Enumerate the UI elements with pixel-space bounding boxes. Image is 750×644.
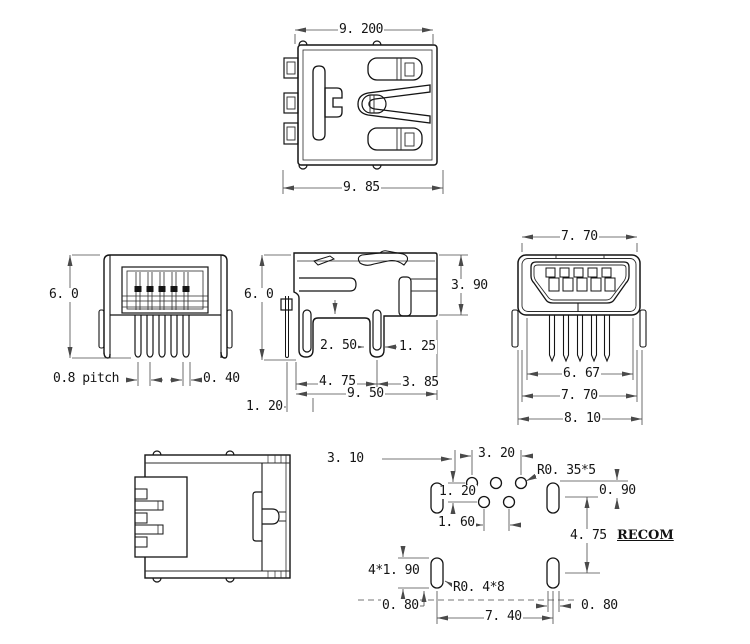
contact-spring-bottom [367,127,423,151]
recommended-note: RECOM [617,528,674,543]
dim-rear-height: 6. 0 [48,287,80,302]
contact-spring-top [367,57,423,81]
mount-tab-right [226,309,233,349]
dim-fp-pad-offset: 0. 90 [598,483,637,498]
side-mouth [398,276,437,317]
pin-holes [465,476,528,509]
dim-side-total-depth: 9. 50 [346,386,385,401]
top-view-dimensions [282,27,444,194]
front-contacts [545,267,616,292]
mount-tab-right [639,309,647,348]
top-view [282,27,444,194]
dim-fp-pad-size: 4*1. 90 [367,563,421,578]
dim-fp-pad-row-gap: 4. 75 [569,528,608,543]
mount-tab-left [98,309,105,349]
dim-fp-top-hole-span: 3. 20 [477,446,516,461]
dim-fp-lead-in: 3. 10 [326,451,365,466]
dim-top-shell-width: 9. 200 [338,22,384,37]
dim-fp-pad-span: 7. 40 [484,609,523,624]
dim-side-pin-setback: 1. 20 [245,399,284,414]
dim-side-slot-width: 1. 25 [398,339,437,354]
dim-front-overall: 8. 10 [563,411,602,426]
contact-tongue [299,277,357,292]
pcb-footprint [358,450,628,624]
dim-fp-edge-left: 0. 80 [381,598,420,613]
dim-fp-hole-radius: R0. 35*5 [536,463,597,478]
footprint-dimensions [358,450,628,624]
dim-front-shell-width: 7. 70 [560,229,599,244]
dim-fp-bot-hole-span: 1. 60 [437,515,476,530]
top-view-side-tabs [283,57,299,145]
bottom-housing-block [134,476,188,558]
dim-fp-pad-width: 0. 80 [580,598,619,613]
dim-rear-pitch: 0.8 pitch [52,371,120,386]
dim-fp-row-gap: 1. 20 [438,484,477,499]
bottom-latch [252,491,286,542]
rear-pins [134,315,190,358]
contact-spring-middle [357,84,431,124]
bottom-view [134,450,291,583]
dim-side-slot-gap: 2. 50 [319,338,358,353]
side-pin [280,296,293,358]
dim-side-rear-span: 3. 85 [401,375,440,390]
dim-top-overall-width: 9. 85 [342,180,381,195]
latch-spring [312,65,326,141]
dim-front-body-width: 7. 70 [560,388,599,403]
rear-view [67,254,233,386]
dim-side-front-span: 4. 75 [318,374,357,389]
front-pins [548,315,611,363]
dim-side-mouth-height: 3. 90 [450,278,489,293]
dim-fp-pad-radius: R0. 4*8 [452,580,506,595]
mini-usb-opening [530,261,630,304]
rear-pin-strips [134,272,190,310]
rear-view-dimensions [67,254,203,386]
dim-front-pin-span: 6. 67 [562,366,601,381]
dim-side-height: 6. 0 [243,287,275,302]
dim-rear-pin-width: 0. 40 [202,371,241,386]
mount-tab-left [511,309,519,348]
front-view [511,234,647,425]
side-latch-detail [313,255,336,266]
